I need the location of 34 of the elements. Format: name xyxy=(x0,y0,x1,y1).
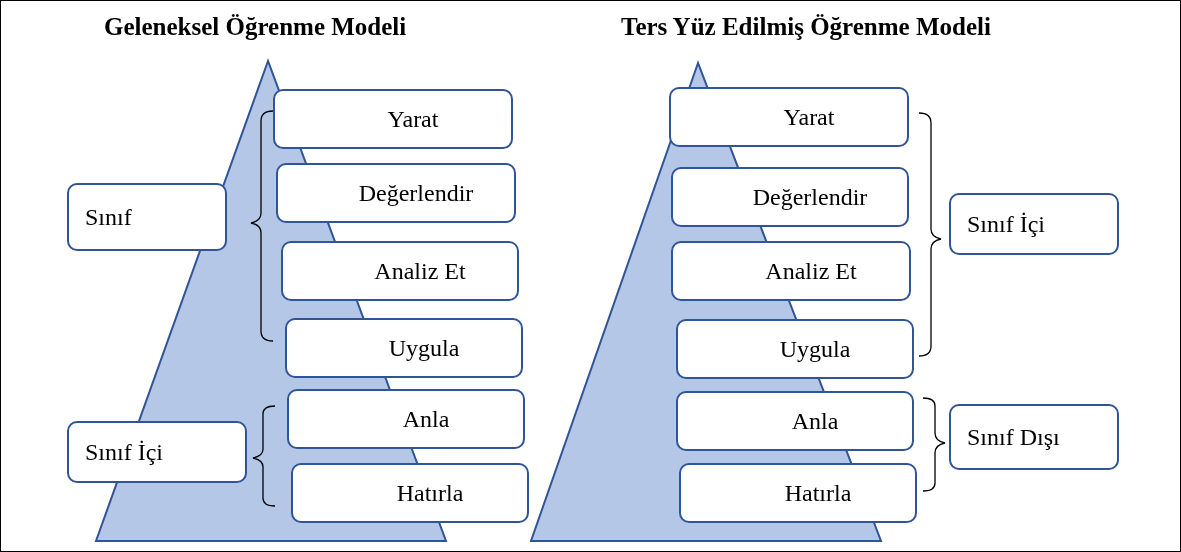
level-box xyxy=(291,463,529,523)
level-box xyxy=(273,89,513,149)
panel-title: Geleneksel Öğrenme Modeli xyxy=(104,13,407,41)
level-box xyxy=(671,167,909,227)
box-label: Uygula xyxy=(779,335,851,363)
box-label: Yarat xyxy=(783,103,835,131)
level-box xyxy=(676,319,914,379)
box-label: Değerlendir xyxy=(358,179,474,207)
level-box xyxy=(671,241,911,301)
level-box xyxy=(67,421,247,483)
level-box xyxy=(285,318,523,378)
level-box xyxy=(276,163,516,223)
box-label: Sınıf xyxy=(85,203,132,231)
box-label: Anla xyxy=(402,405,450,433)
box-label: Anla xyxy=(791,407,839,435)
panel-title: Ters Yüz Edilmiş Öğrenme Modeli xyxy=(621,13,991,41)
level-box xyxy=(287,389,525,449)
box-label: Sınıf İçi xyxy=(967,210,1045,238)
level-box xyxy=(281,241,519,301)
box-label: Sınıf İçi xyxy=(85,438,163,466)
level-box xyxy=(67,183,227,251)
box-label: Uygula xyxy=(388,334,460,362)
level-box xyxy=(949,404,1119,470)
box-label: Değerlendir xyxy=(752,183,868,211)
level-box xyxy=(676,391,914,451)
box-label: Hatırla xyxy=(784,479,852,507)
level-box xyxy=(949,193,1119,255)
level-box xyxy=(679,463,917,523)
box-label: Yarat xyxy=(387,105,439,133)
box-label: Analiz Et xyxy=(765,257,857,285)
box-label: Hatırla xyxy=(396,479,464,507)
box-label: Analiz Et xyxy=(374,257,466,285)
level-box xyxy=(669,87,909,147)
box-label: Sınıf Dışı xyxy=(967,423,1060,451)
